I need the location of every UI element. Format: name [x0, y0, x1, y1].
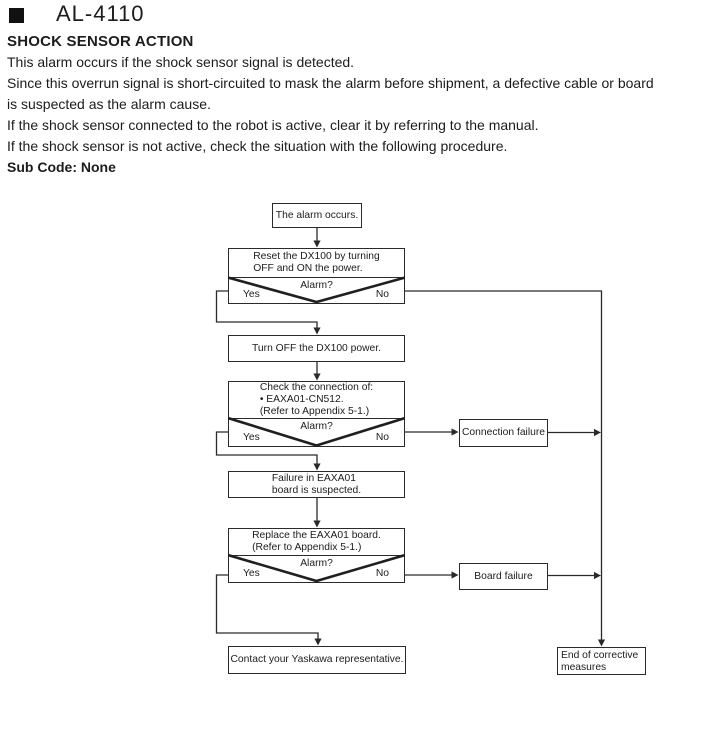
- connector-yes-3: [215, 574, 319, 639]
- arrowhead-right: [594, 428, 601, 437]
- flow-node-contact-representative: Contact your Yaskawa representative.: [228, 646, 406, 674]
- flow-node-reset-power: Reset the DX100 by turning OFF and ON th…: [228, 248, 405, 304]
- yes-label: Yes: [243, 432, 260, 443]
- yes-label: Yes: [243, 568, 260, 579]
- section-heading: AL-4110: [9, 2, 145, 26]
- black-square-bullet-icon: [9, 8, 24, 23]
- body-line: Since this overrun signal is short-circu…: [7, 75, 654, 91]
- node-text-line: board is suspected.: [271, 484, 362, 496]
- decision-alarm-1: Alarm? Yes No: [229, 278, 404, 304]
- arrowhead-right: [451, 571, 459, 579]
- node-text-line: Failure in EAXA01: [271, 472, 356, 484]
- node-text: Connection failure: [462, 427, 545, 438]
- body-line: If the shock sensor connected to the rob…: [7, 117, 539, 133]
- node-text-line: • EAXA01-CN512.: [259, 394, 344, 405]
- arrowhead-down: [313, 373, 321, 381]
- arrowhead-down: [313, 520, 321, 528]
- decision-alarm-3: Alarm? Yes No: [229, 556, 404, 583]
- no-label: No: [375, 289, 389, 300]
- body-line: This alarm occurs if the shock sensor si…: [7, 54, 355, 70]
- node-text-line: End of corrective: [561, 650, 639, 661]
- node-text-line: Reset the DX100 by turning: [253, 251, 380, 262]
- flow-node-check-connection: Check the connection of: • EAXA01-CN512.…: [228, 381, 405, 447]
- arrowhead-right: [594, 571, 601, 580]
- node-text-line: measures: [561, 662, 607, 673]
- flow-node-end-of-measures: End of corrective measures: [557, 647, 646, 675]
- no-label: No: [375, 432, 389, 443]
- node-text-line: (Refer to Appendix 5-1.): [252, 542, 362, 553]
- arrowhead-down: [313, 327, 321, 335]
- node-text-line: (Refer to Appendix 5-1.): [259, 406, 370, 417]
- alarm-description: This alarm occurs if the shock sensor si…: [7, 52, 654, 178]
- node-text-line: OFF and ON the power.: [253, 263, 363, 274]
- arrowhead-down: [314, 638, 322, 646]
- node-text: Board failure: [474, 570, 533, 582]
- node-text: Contact your Yaskawa representative.: [230, 654, 404, 665]
- alarm-name-title: SHOCK SENSOR ACTION: [7, 33, 194, 50]
- yes-label: Yes: [243, 289, 260, 300]
- arrowhead-down: [313, 240, 321, 248]
- node-text-line: Check the connection of:: [259, 382, 374, 393]
- node-text: The alarm occurs.: [275, 209, 359, 221]
- node-text: Turn OFF the DX100 power.: [252, 342, 381, 354]
- body-line: If the shock sensor is not active, check…: [7, 138, 508, 154]
- sub-code-line: Sub Code: None: [7, 159, 116, 175]
- alarm-code-title: AL-4110: [56, 1, 145, 26]
- arrowhead-down: [597, 639, 606, 647]
- flow-node-alarm-occurs: The alarm occurs.: [272, 203, 362, 228]
- flow-node-board-failure: Board failure: [459, 563, 548, 590]
- decision-alarm-2: Alarm? Yes No: [229, 419, 404, 447]
- no-label: No: [375, 568, 389, 579]
- flow-node-replace-board: Replace the EAXA01 board. (Refer to Appe…: [228, 528, 405, 583]
- flow-node-connection-failure: Connection failure: [459, 419, 548, 447]
- flow-node-turn-off-power: Turn OFF the DX100 power.: [228, 335, 405, 362]
- arrowhead-down: [313, 463, 321, 471]
- flow-node-failure-suspected: Failure in EAXA01 board is suspected.: [228, 471, 405, 498]
- body-line: is suspected as the alarm cause.: [7, 96, 211, 112]
- node-text-line: Replace the EAXA01 board.: [252, 530, 381, 541]
- arrowhead-right: [451, 428, 459, 436]
